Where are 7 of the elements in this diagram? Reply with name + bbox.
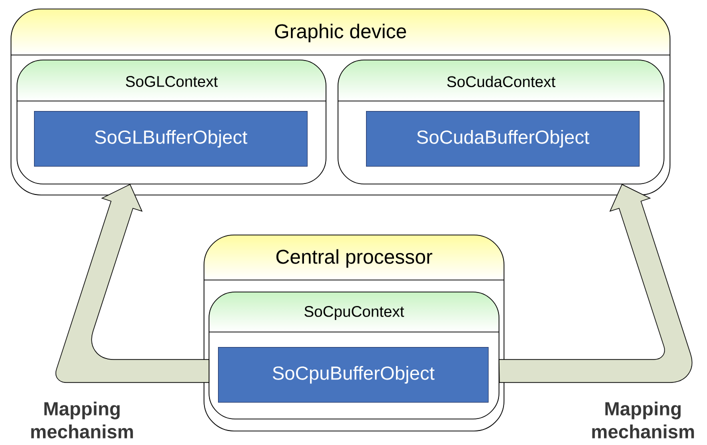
mapping-arrow xyxy=(56,184,210,383)
buffer-object-box: SoCpuBufferObject xyxy=(218,347,489,403)
buffer-object-box: SoGLBufferObject xyxy=(34,111,308,167)
arrow-caption: Mapping mechanism xyxy=(31,402,133,438)
mapping-arrow xyxy=(498,184,692,383)
arrow-caption: Mapping mechanism xyxy=(592,402,694,438)
buffer-object-box: SoCudaBufferObject xyxy=(366,111,640,167)
